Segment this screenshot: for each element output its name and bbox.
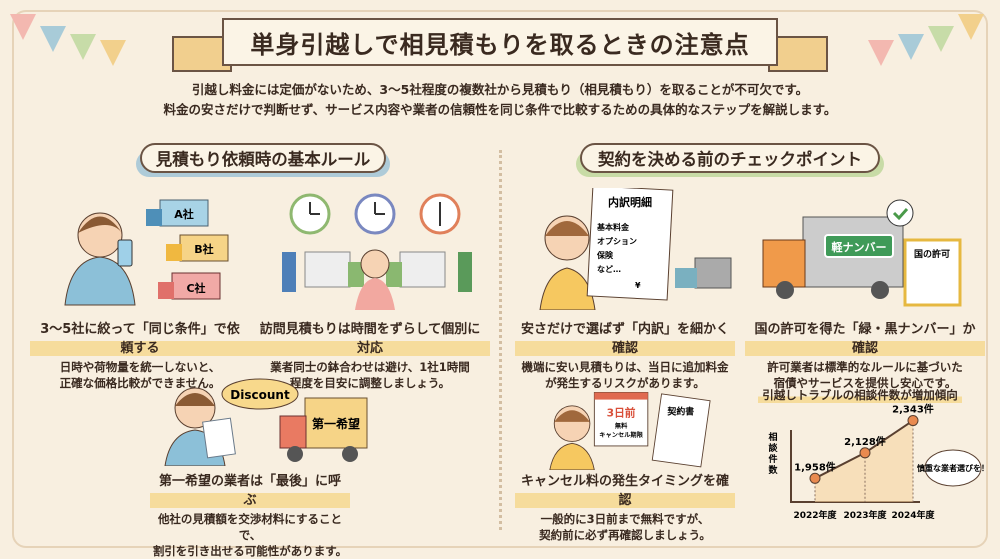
chart-title-wrap: 引越しトラブルの相談件数が増加傾向 (750, 384, 970, 403)
tip-title: 3〜5社に絞って「同じ条件」で依頼する (30, 318, 250, 356)
page-frame (12, 10, 988, 548)
tip-title: 第一希望の業者は「最後」に呼ぶ (150, 470, 350, 508)
banner-ribbon-right (768, 36, 828, 72)
chart-point (809, 472, 821, 484)
chart-annotation-bubble (924, 449, 982, 487)
svg-text:C社: C社 (186, 281, 205, 295)
chart-x-tick: 2024年度 (891, 509, 935, 521)
svg-text:第一希望: 第一希望 (312, 416, 360, 431)
svg-text:保険: 保険 (596, 250, 614, 260)
tip-call-last: 第一希望の業者は「最後」に呼ぶ 他社の見積額を交渉材料にすることで、割引を引き出… (150, 470, 350, 559)
chart-title: 引越しトラブルの相談件数が増加傾向 (758, 387, 962, 403)
chart-value-label: 2,128件 (844, 435, 886, 448)
chart-area (815, 420, 913, 502)
truck-a: A社 (146, 199, 209, 227)
chart-x-tick: 2022年度 (793, 509, 837, 521)
svg-text:基本料金: 基本料金 (596, 222, 630, 232)
svg-text:3日前: 3日前 (607, 407, 636, 420)
svg-text:¥: ¥ (635, 281, 641, 290)
tip-staggered-visits: 訪問見積もりは時間をずらして個別に対応 業者同士の鉢合わせは避け、1社1時間程度… (250, 318, 490, 391)
page-title: 単身引越しで相見積もりを取るときの注意点 (222, 18, 778, 66)
intro-line: 引越し料金には定価がないため、3〜5社程度の複数社から見積もり（相見積もり）を取… (191, 82, 809, 97)
breakdown-illustration: 内訳明細 基本料金 オプション 保険 など… ¥ (539, 188, 732, 310)
svg-text:内訳明細: 内訳明細 (608, 195, 652, 209)
truck-c: C社 (158, 272, 221, 300)
tip-check-breakdown: 安さだけで選ばず「内訳」を細かく確認 機端に安い見積もりは、当日に追加料金が発生… (515, 318, 735, 391)
left-section-heading: 見積もり依頼時の基本ルール (136, 143, 390, 177)
svg-text:B社: B社 (194, 242, 213, 256)
tip-cancel-fee: キャンセル料の発生タイミングを確認 一般的に3日前まで無料ですが、契約前に必ず再… (515, 470, 735, 543)
tip-title: 訪問見積もりは時間をずらして個別に対応 (250, 318, 490, 356)
svg-text:契約書: 契約書 (666, 406, 694, 418)
tip-title: 国の許可を得た「緑・黒ナンバー」か確認 (745, 318, 985, 356)
svg-text:無料: 無料 (615, 422, 628, 430)
chart-value-label: 2,343件 (892, 403, 934, 416)
intro-text: 引越し料金には定価がないため、3〜5社程度の複数社から見積もり（相見積もり）を取… (100, 80, 900, 120)
svg-text:キャンセル期限: キャンセル期限 (599, 431, 643, 439)
tip-desc: 日時や荷物量を統一しないと、正確な価格比較ができません。 (59, 360, 221, 390)
chart-ylabel-char: 相 (768, 431, 777, 443)
cancel-deadline-illustration: 3日前 無料 キャンセル期限 契約書 (549, 392, 711, 470)
tip-check-license: 国の許可を得た「緑・黒ナンバー」か確認 許可業者は標準的なルールに基づいた宿債や… (745, 318, 985, 391)
chart-value-label: 1,958件 (794, 460, 836, 473)
tip-desc: 一般的に3日前まで無料ですが、契約前に必ず再確認しましょう。 (539, 512, 711, 542)
chart-ylabel-char: 談 (768, 442, 778, 454)
svg-text:軽ナンバー: 軽ナンバー (832, 240, 887, 254)
tip-title: 安さだけで選ばず「内訳」を細かく確認 (515, 318, 735, 356)
phone-trucks-illustration: A社 B社 C社 (64, 199, 229, 306)
tip-desc: 業者同士の鉢合わせは避け、1社1時間程度を目安に調整しましょう。 (270, 360, 470, 390)
intro-line: 料金の安さだけで判断せず、サービス内容や業者の信頼性を同じ条件で比較するための具… (163, 102, 837, 117)
right-section-heading: 契約を決める前のチェックポイント (576, 143, 884, 177)
svg-text:国の許可: 国の許可 (914, 248, 950, 260)
tip-title: キャンセル料の発生タイミングを確認 (515, 470, 735, 508)
truck-b: B社 (166, 234, 229, 262)
tip-same-conditions: 3〜5社に絞って「同じ条件」で依頼する 日時や荷物量を統一しないと、正確な価格比… (30, 318, 250, 391)
chart-ylabel-char: 数 (768, 464, 778, 476)
tip-desc: 他社の見積額を交渉材料にすることで、割引を引き出せる可能性があります。 (152, 512, 348, 558)
svg-text:A社: A社 (174, 207, 194, 221)
chart-ylabel-char: 件 (768, 453, 777, 465)
chart-point (859, 447, 871, 459)
tip-desc: 許可業者は標準的なルールに基づいた宿債やサービスを提供し安心です。 (767, 360, 963, 390)
tip-desc: 機端に安い見積もりは、当日に追加料金が発生するリスクがあります。 (521, 360, 729, 390)
svg-text:Discount: Discount (230, 388, 290, 402)
chart-point (907, 415, 919, 427)
discount-illustration: Discount 第一希望 (164, 378, 368, 466)
chart-x-tick: 2023年度 (843, 509, 887, 521)
svg-text:など…: など… (597, 264, 621, 274)
license-plate-illustration: 軽ナンバー 国の許可 (762, 199, 962, 307)
divider (499, 150, 502, 530)
chart-annotation: 慎重な業者選びを！ (917, 463, 985, 473)
consultation-chart: 1,958件 2022年度 2,128件 2023年度 2,343件 2024年度 慎重な… (768, 403, 985, 521)
clocks-visit-illustration (282, 193, 472, 310)
svg-text:オプション: オプション (597, 236, 637, 246)
